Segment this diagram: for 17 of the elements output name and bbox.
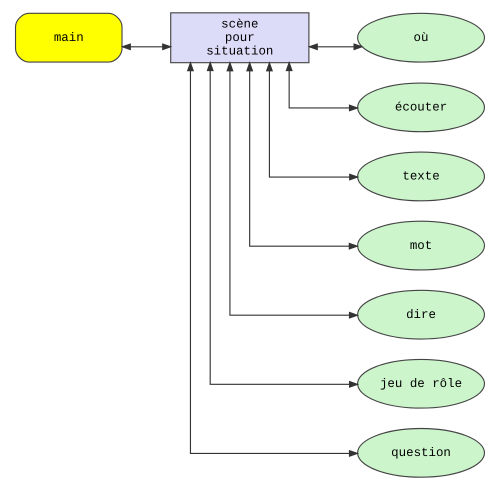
node-box: scène pour situation [170, 12, 310, 64]
node-ellipse: texte [357, 152, 486, 202]
arrow [120, 43, 172, 50]
node-ellipse: où [357, 12, 486, 63]
arrow [246, 61, 359, 250]
node-ellipse: question [357, 428, 486, 478]
arrow [186, 61, 360, 457]
arrow [206, 60, 360, 388]
node-ellipse: écouter [357, 82, 486, 132]
arrow [266, 61, 360, 181]
node-box: main [14, 12, 123, 63]
arrow [226, 61, 360, 319]
arrow [308, 43, 364, 50]
node-ellipse: dire [357, 290, 486, 340]
node-ellipse: mot [357, 220, 486, 270]
arrow [286, 60, 360, 112]
node-ellipse: jeu de rôle [357, 358, 486, 409]
